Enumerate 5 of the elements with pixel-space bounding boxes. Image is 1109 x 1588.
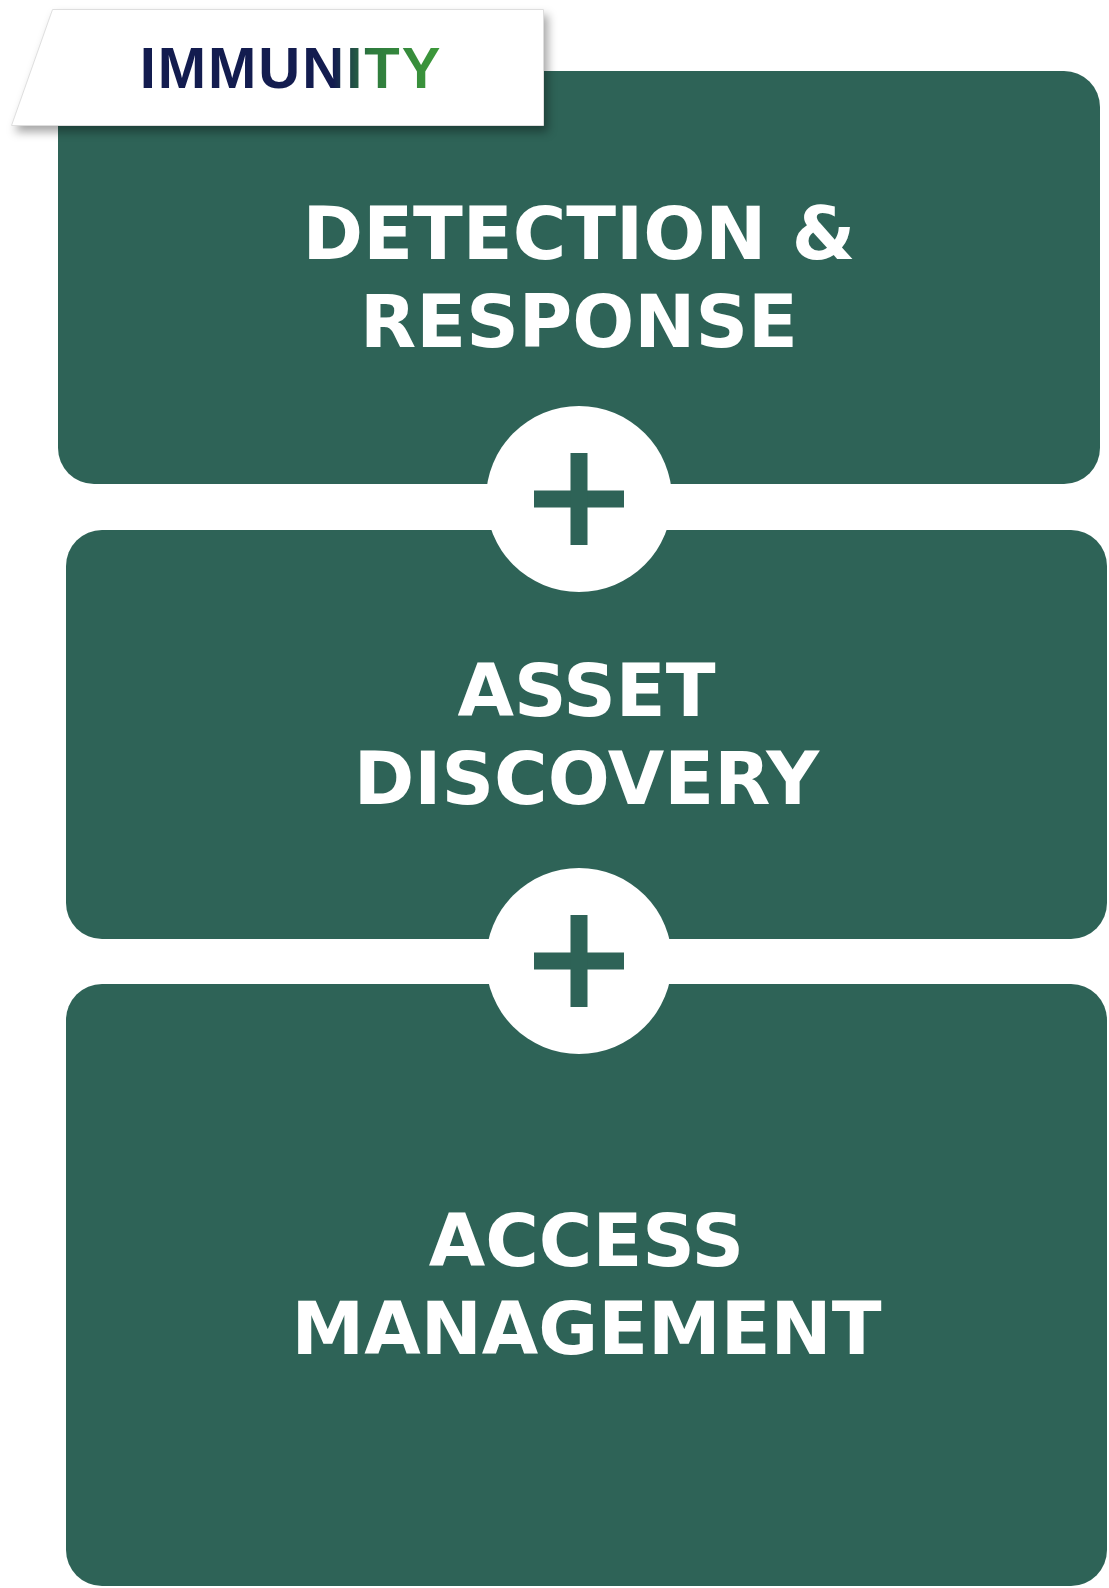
panel-heading: ASSET DISCOVERY [352, 646, 821, 823]
category-panel [66, 984, 1107, 1586]
category-panel [66, 530, 1107, 939]
panel-heading: ACCESS MANAGEMENT [290, 1197, 883, 1373]
panel-heading: DETECTION & RESPONSE [301, 189, 857, 366]
